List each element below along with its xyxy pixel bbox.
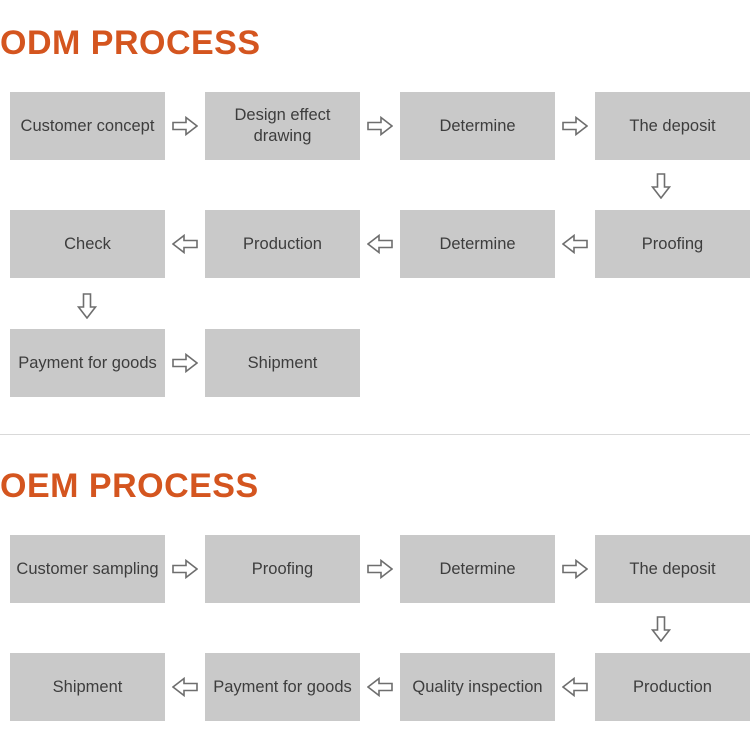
odm-row-2: Check Production Determine Proofing — [10, 210, 750, 278]
process-box: Check — [10, 210, 165, 278]
arrow-left-icon — [360, 653, 400, 721]
arrow-down-icon — [648, 168, 674, 204]
odm-row-1: Customer concept Design effect drawing D… — [10, 92, 750, 160]
arrow-left-icon — [555, 210, 595, 278]
process-box: Production — [595, 653, 750, 721]
process-box: Shipment — [10, 653, 165, 721]
arrow-left-icon — [360, 210, 400, 278]
arrow-right-icon — [555, 92, 595, 160]
process-box: Determine — [400, 92, 555, 160]
arrow-left-icon — [555, 653, 595, 721]
odm-row-3: Payment for goods Shipment — [10, 329, 360, 397]
arrow-right-icon — [165, 92, 205, 160]
oem-row-2: Shipment Payment for goods Quality inspe… — [10, 653, 750, 721]
process-box: Determine — [400, 210, 555, 278]
process-box: Customer concept — [10, 92, 165, 160]
process-box: Quality inspection — [400, 653, 555, 721]
process-box: Proofing — [595, 210, 750, 278]
process-box: The deposit — [595, 535, 750, 603]
arrow-right-icon — [165, 329, 205, 397]
process-box: Payment for goods — [205, 653, 360, 721]
arrow-right-icon — [555, 535, 595, 603]
arrow-left-icon — [165, 210, 205, 278]
process-box: Production — [205, 210, 360, 278]
process-box: The deposit — [595, 92, 750, 160]
process-box: Payment for goods — [10, 329, 165, 397]
arrow-right-icon — [360, 92, 400, 160]
section-divider — [0, 434, 750, 435]
arrow-left-icon — [165, 653, 205, 721]
arrow-down-icon — [74, 288, 100, 324]
process-box: Design effect drawing — [205, 92, 360, 160]
process-box: Shipment — [205, 329, 360, 397]
process-box: Determine — [400, 535, 555, 603]
oem-row-1: Customer sampling Proofing Determine The… — [10, 535, 750, 603]
arrow-down-icon — [648, 611, 674, 647]
process-box: Customer sampling — [10, 535, 165, 603]
arrow-right-icon — [360, 535, 400, 603]
process-box: Proofing — [205, 535, 360, 603]
arrow-right-icon — [165, 535, 205, 603]
section-title-odm: ODM PROCESS — [0, 24, 261, 62]
section-title-oem: OEM PROCESS — [0, 467, 259, 505]
